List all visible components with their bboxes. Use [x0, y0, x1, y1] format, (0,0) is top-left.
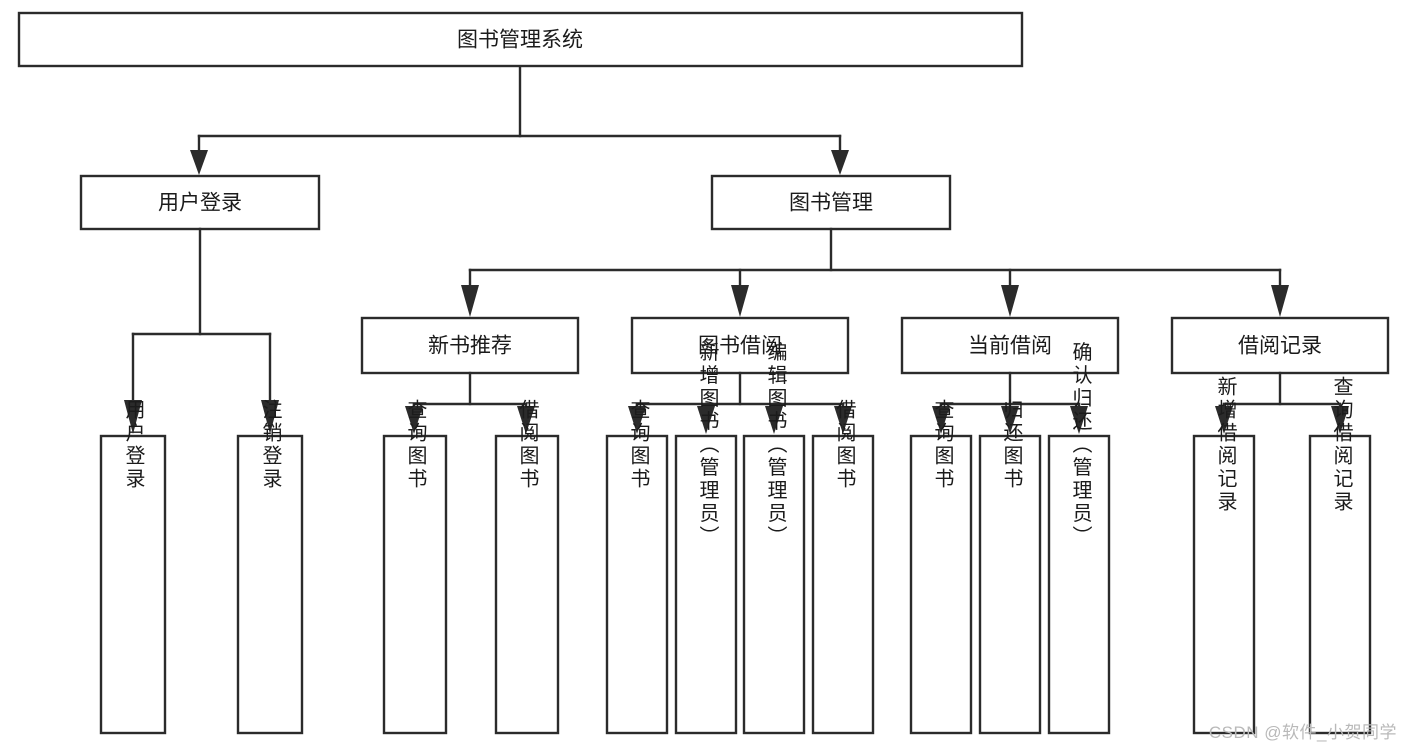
node-borrow-record-label: 借阅记录 [1238, 335, 1322, 358]
arrow-to-add-record [1215, 406, 1233, 434]
leaf-confirm-return[interactable]: 确认归还（管理员） [1047, 341, 1111, 735]
arrow-to-borrow-record [1271, 285, 1289, 317]
connector-book-manage-children [461, 227, 1289, 317]
leaf-query-book-borrow[interactable]: 查询图书 [605, 399, 669, 735]
arrow-to-new-book [461, 285, 479, 317]
arrow-to-query-book-2 [628, 406, 646, 434]
arrow-to-confirm-return [1070, 406, 1088, 434]
arrow-to-query-book-3 [932, 406, 950, 434]
leaf-return-book-box[interactable] [978, 434, 1042, 735]
leaf-query-book-borrow-box[interactable] [605, 434, 669, 735]
leaf-confirm-return-box[interactable] [1047, 434, 1111, 735]
node-borrow-record-box[interactable] [1170, 316, 1390, 375]
node-root-box[interactable] [17, 11, 1024, 68]
leaf-query-book-newbook-box[interactable] [382, 434, 448, 735]
leaf-query-book-newbook-label: 查询图书 [404, 399, 427, 491]
leaf-return-book[interactable]: 归还图书 [978, 399, 1042, 735]
node-borrow-label: 图书借阅 [698, 335, 782, 358]
leaf-user-login-label: 用户登录 [122, 399, 145, 491]
leaf-borrow-book-newbook-label: 借阅图书 [516, 399, 539, 491]
connector-new-book-children [405, 371, 535, 434]
leaf-borrow-book-borrow-label: 借阅图书 [833, 399, 856, 491]
node-user-login-label: 用户登录 [158, 192, 242, 215]
leaf-query-book-current[interactable]: 查询图书 [909, 399, 973, 735]
leaf-user-login[interactable]: 用户登录 [99, 399, 167, 735]
node-borrow-box[interactable] [630, 316, 850, 375]
leaf-add-record[interactable]: 新增借阅记录 [1192, 376, 1256, 735]
leaf-confirm-return-label: 确认归还（管理员） [1069, 341, 1092, 548]
arrow-to-query-record [1331, 406, 1349, 434]
arrow-to-borrow-book-2 [834, 406, 852, 434]
leaf-query-record-box[interactable] [1308, 434, 1372, 735]
leaf-borrow-book-newbook[interactable]: 借阅图书 [494, 399, 560, 735]
leaf-query-record-label: 查询借阅记录 [1330, 376, 1353, 514]
arrow-to-return-book [1001, 406, 1019, 434]
node-borrow[interactable]: 图书借阅 [630, 316, 850, 375]
node-new-book-box[interactable] [360, 316, 580, 375]
leaf-query-book-current-box[interactable] [909, 434, 973, 735]
arrow-to-logout-leaf [261, 400, 279, 434]
leaf-add-book-label: 新增图书（管理员） [696, 341, 719, 548]
leaf-edit-book-box[interactable] [742, 434, 806, 735]
arrow-to-book-manage [831, 150, 849, 175]
leaf-query-book-newbook[interactable]: 查询图书 [382, 399, 448, 735]
leaf-add-record-box[interactable] [1192, 434, 1256, 735]
leaf-query-book-borrow-label: 查询图书 [627, 399, 650, 491]
arrow-to-user-login [190, 150, 208, 175]
connector-borrow-children [628, 371, 852, 434]
leaf-borrow-book-borrow[interactable]: 借阅图书 [811, 399, 875, 735]
node-current-borrow-label: 当前借阅 [968, 335, 1052, 358]
node-new-book[interactable]: 新书推荐 [360, 316, 580, 375]
leaf-edit-book[interactable]: 编辑图书（管理员） [742, 341, 806, 735]
node-new-book-label: 新书推荐 [428, 335, 512, 358]
arrow-to-borrow-book-1 [517, 406, 535, 434]
connector-current-borrow-children [932, 371, 1088, 434]
leaf-logout[interactable]: 注销登录 [236, 399, 304, 735]
arrow-to-add-book [697, 406, 715, 434]
leaf-add-record-label: 新增借阅记录 [1214, 376, 1237, 514]
connector-root-to-level1 [190, 64, 849, 175]
node-root[interactable]: 图书管理系统 [17, 11, 1024, 68]
arrow-to-user-login-leaf [124, 400, 142, 434]
leaf-borrow-book-borrow-box[interactable] [811, 434, 875, 735]
node-borrow-record[interactable]: 借阅记录 [1170, 316, 1390, 375]
arrow-to-borrow [731, 285, 749, 317]
leaf-borrow-book-newbook-box[interactable] [494, 434, 560, 735]
leaf-user-login-box[interactable] [99, 434, 167, 735]
arrow-to-query-book-1 [405, 406, 423, 434]
connector-user-login-children [124, 227, 279, 434]
leaf-return-book-label: 归还图书 [1000, 399, 1023, 491]
arrow-to-edit-book [765, 406, 783, 434]
node-root-label: 图书管理系统 [457, 29, 583, 52]
leaf-add-book[interactable]: 新增图书（管理员） [674, 341, 738, 735]
node-book-manage[interactable]: 图书管理 [710, 174, 952, 231]
leaf-edit-book-label: 编辑图书（管理员） [764, 341, 787, 548]
leaf-logout-box[interactable] [236, 434, 304, 735]
arrow-to-current-borrow [1001, 285, 1019, 317]
leaf-add-book-box[interactable] [674, 434, 738, 735]
leaf-logout-label: 注销登录 [259, 399, 282, 491]
leaf-query-book-current-label: 查询图书 [931, 399, 954, 491]
node-book-manage-label: 图书管理 [789, 192, 873, 215]
leaf-query-record[interactable]: 查询借阅记录 [1308, 376, 1372, 735]
node-user-login[interactable]: 用户登录 [79, 174, 321, 231]
connector-borrow-record-children [1215, 371, 1349, 434]
node-book-manage-box[interactable] [710, 174, 952, 231]
